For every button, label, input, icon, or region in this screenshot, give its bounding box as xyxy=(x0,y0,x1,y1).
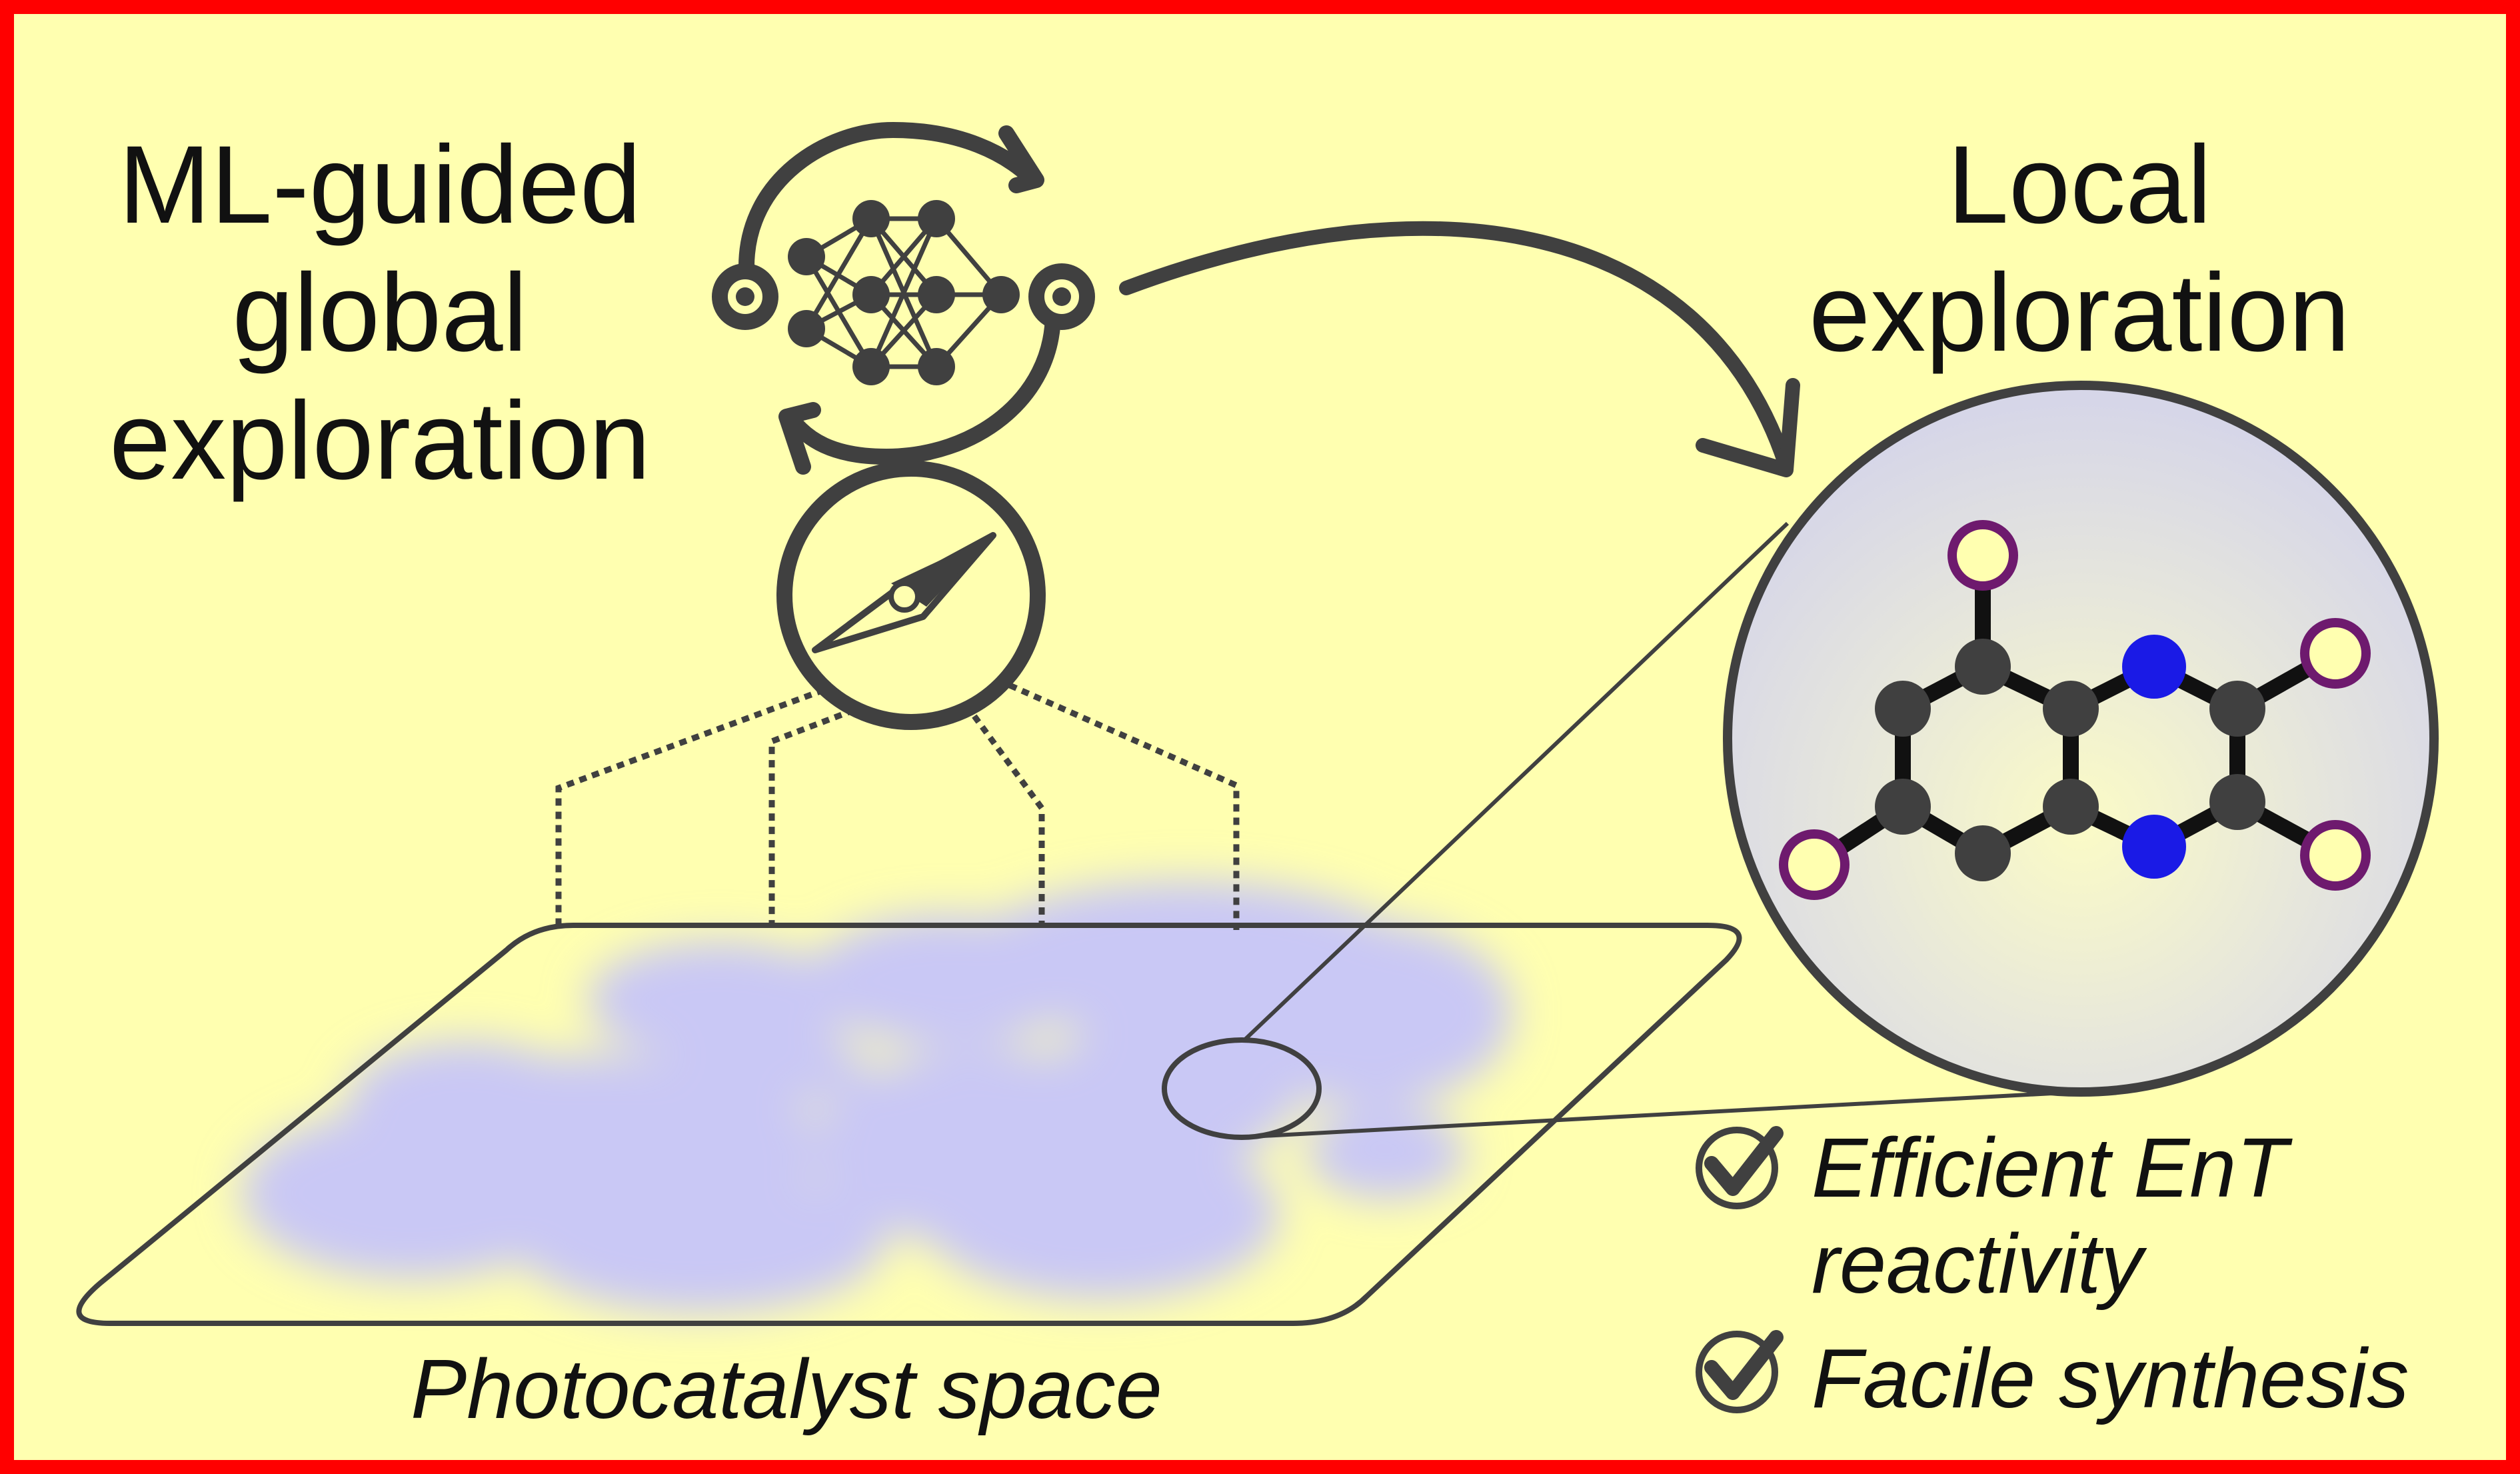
projection-lines xyxy=(555,682,1240,930)
benefit-text: reactivity xyxy=(1812,1217,2143,1311)
benefit-item: Efficient EnT reactivity xyxy=(1812,1120,2287,1312)
check-circle-icon xyxy=(1696,1330,1784,1413)
benefit-text: Efficient EnT xyxy=(1812,1121,2288,1215)
zoom-line-top xyxy=(1241,521,1790,1043)
heading-line: Local xyxy=(1947,123,2212,247)
heading-local-exploration: Local exploration xyxy=(1720,121,2439,377)
chemical-space-clouds xyxy=(240,880,1513,1313)
compass-icon xyxy=(776,461,1046,730)
arrow-to-local xyxy=(1119,221,1800,477)
projection-lines-faded xyxy=(555,930,1240,1233)
molecule-icon xyxy=(1779,520,2371,900)
zoom-circle xyxy=(1723,381,2439,1097)
benefit-item: Facile synthesis xyxy=(1812,1331,2409,1427)
zoom-line-bottom xyxy=(1238,1091,2053,1139)
selected-region xyxy=(1162,1037,1322,1140)
heading-global-exploration: ML-guided global exploration xyxy=(67,121,693,505)
cycle-nodes xyxy=(736,287,1071,306)
check-circle-icon xyxy=(1696,1126,1784,1209)
photocatalyst-space-plane xyxy=(76,923,1742,1326)
heading-line: ML-guided xyxy=(118,123,642,247)
neural-network-icon xyxy=(788,200,1020,385)
photocatalyst-space-label: Photocatalyst space xyxy=(411,1342,1162,1436)
heading-line: exploration xyxy=(109,379,651,503)
benefit-text: Facile synthesis xyxy=(1812,1331,2409,1425)
heading-line: global xyxy=(232,251,528,375)
heading-line: exploration xyxy=(1808,251,2351,375)
